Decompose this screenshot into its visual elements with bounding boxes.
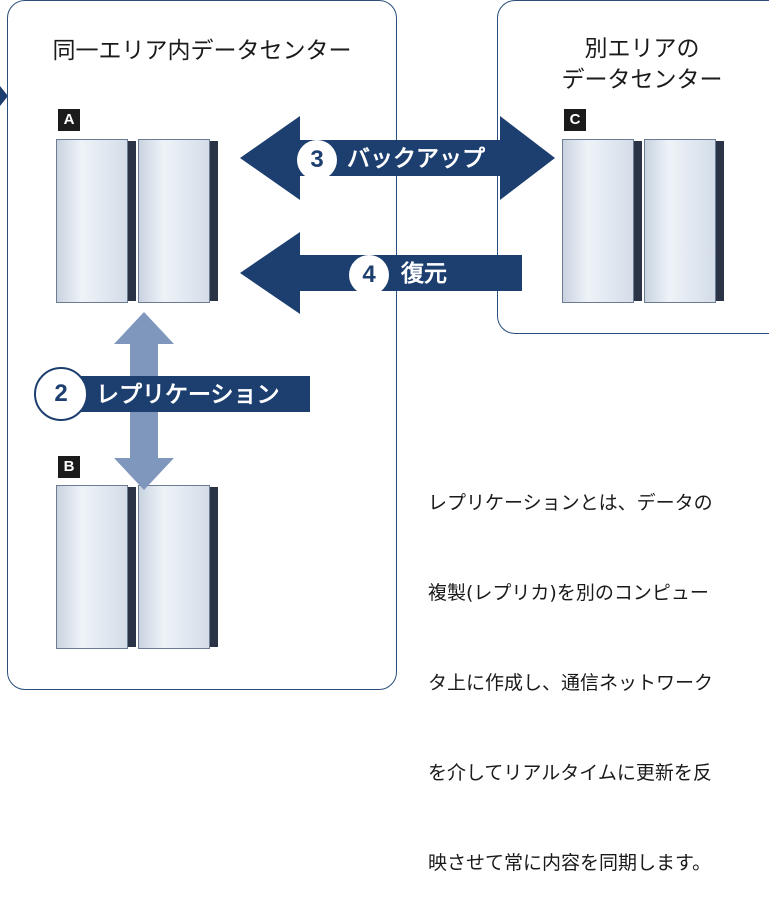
replication-label: レプリケーション xyxy=(96,382,280,408)
description-line-2: 複製(レプリカ)を別のコンピュー xyxy=(428,582,709,604)
replication-description: レプリケーションとは、データの 複製(レプリカ)を別のコンピュー タ上に作成し、… xyxy=(428,428,769,908)
backup-arrow xyxy=(240,116,555,200)
description-line-1: レプリケーションとは、データの xyxy=(428,492,713,514)
backup-step-number: 3 xyxy=(297,140,337,180)
description-line-3: タ上に作成し、通信ネットワーク xyxy=(428,672,714,694)
same-area-title: 同一エリア内データセンター xyxy=(52,38,352,64)
restore-label: 復元 xyxy=(401,261,447,287)
other-area-title-line2: データセンター xyxy=(561,67,723,93)
server-a-tag: A xyxy=(58,109,80,131)
backup-label: バックアップ xyxy=(347,146,485,172)
other-area-title-line1: 別エリアの xyxy=(584,36,700,62)
server-a-rack xyxy=(56,139,226,309)
restore-step-number: 4 xyxy=(349,255,389,295)
server-c-rack xyxy=(562,139,732,309)
description-line-5: 映させて常に内容を同期します。 xyxy=(428,852,712,874)
server-b-rack xyxy=(56,485,226,655)
server-b-tag: B xyxy=(58,456,80,478)
description-line-4: を介してリアルタイムに更新を反 xyxy=(428,762,712,784)
replication-label-bar xyxy=(44,376,310,412)
replication-step-number: 2 xyxy=(34,367,88,421)
server-c-tag: C xyxy=(564,109,586,131)
